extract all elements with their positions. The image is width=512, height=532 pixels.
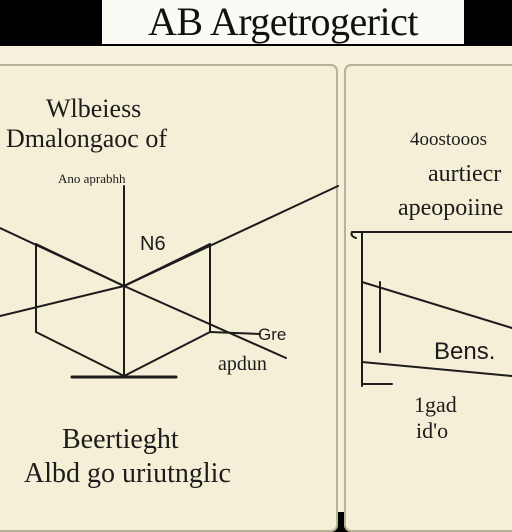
title-box: AB Argetrogerict xyxy=(102,0,464,44)
left-caption-small: Ano aprabhh xyxy=(58,171,126,186)
diagonal-line-3 xyxy=(0,285,125,317)
title-bar: AB Argetrogerict xyxy=(0,0,512,46)
right-panel xyxy=(344,64,512,532)
label-center: N6 xyxy=(140,233,166,255)
left-heading-line1: Wlbeiess xyxy=(46,94,142,123)
right-label-bottom1: 1gad xyxy=(414,392,457,417)
slope-line xyxy=(361,281,512,329)
cross-beam-2 xyxy=(123,243,211,287)
right-label-bottom2: id'o xyxy=(416,418,449,443)
right-heading-line1: 4oostooos xyxy=(410,129,488,150)
page-title: AB Argetrogerict xyxy=(147,0,419,44)
diagonal-line-5 xyxy=(35,331,125,377)
left-panel xyxy=(0,64,338,532)
label-right-upper: Gre xyxy=(258,325,287,344)
left-footer-line1: Beertieght xyxy=(62,424,179,455)
hook-curve xyxy=(350,231,357,239)
left-heading-line2: Dmalongaoc of xyxy=(6,124,168,153)
connector-line xyxy=(209,331,261,335)
diagonal-line-6 xyxy=(123,331,211,377)
right-heading-line2: aurtiecr xyxy=(428,161,502,187)
left-diagram xyxy=(0,185,339,379)
label-right-lower: apdun xyxy=(218,353,267,375)
diagram-canvas: Wlbeiess Dmalongaoc of Ano aprabhh N6 Gr… xyxy=(0,46,512,532)
cross-beam-1 xyxy=(35,243,125,287)
bottom-line xyxy=(361,361,512,377)
diagonal-line-4 xyxy=(123,285,287,359)
left-footer-line2: Albd go uriutnglic xyxy=(24,458,231,489)
right-label-box: Bens. xyxy=(434,338,496,365)
right-diagram xyxy=(350,231,512,387)
right-heading-line3: apeopoiine xyxy=(398,195,504,221)
